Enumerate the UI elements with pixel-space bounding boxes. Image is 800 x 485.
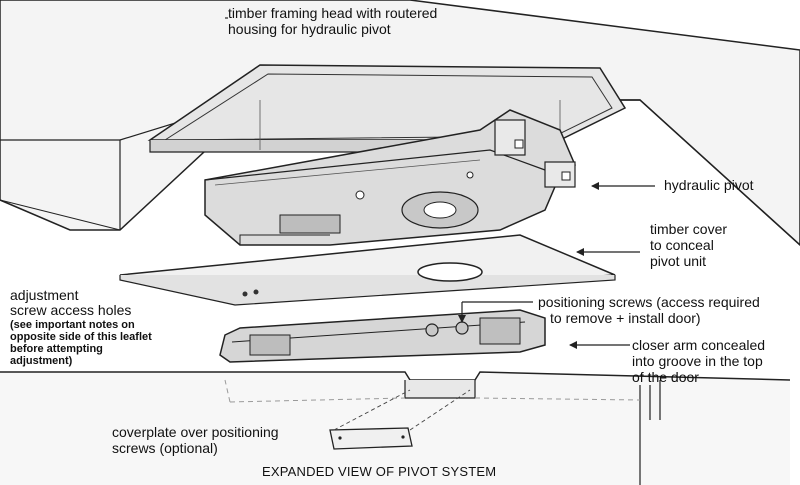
hydraulic-pivot-unit: [204, 109, 576, 246]
label-adjustment-note-4: adjustment): [10, 355, 73, 367]
door-groove: [404, 380, 476, 399]
adjustment-hole-2: [253, 289, 259, 295]
positioning-screw-1: [425, 323, 439, 337]
label-adjustment-note-3: before attempting: [10, 343, 103, 355]
leader-arrows: [225, 17, 655, 349]
label-closer-arm-2: into groove in the top: [632, 353, 763, 369]
timber-cover-plate: [119, 234, 616, 306]
closer-arm: [219, 309, 546, 363]
adjustment-hole-1: [242, 291, 248, 297]
label-adjustment-note-2: opposite side of this leaflet: [10, 331, 152, 343]
label-coverplate-2: screws (optional): [112, 440, 218, 456]
label-positioning-screws-1: positioning screws (access required: [538, 294, 760, 310]
label-timber-cover-3: pivot unit: [650, 253, 707, 269]
label-closer-arm-1: closer arm concealed: [632, 337, 766, 353]
label-framing-head-1: timber framing head with routered: [228, 5, 438, 21]
label-closer-arm-3: of the door: [632, 369, 699, 385]
coverplate: [329, 389, 471, 450]
spindle-hole: [417, 262, 483, 282]
label-timber-cover-2: to conceal: [650, 237, 714, 253]
label-adjustment-1: adjustment: [10, 287, 79, 303]
label-adjustment-2: screw access holes: [10, 302, 132, 318]
positioning-screw-2: [455, 321, 469, 335]
label-coverplate-1: coverplate over positioning: [112, 424, 279, 440]
label-framing-head-2: housing for hydraulic pivot: [228, 21, 391, 37]
label-timber-cover-1: timber cover: [650, 221, 728, 237]
label-positioning-screws-2: to remove + install door): [550, 310, 701, 326]
diagram-caption: EXPANDED VIEW OF PIVOT SYSTEM: [262, 464, 497, 479]
label-hydraulic-pivot: hydraulic pivot: [664, 177, 754, 193]
label-adjustment-note-1: (see important notes on: [10, 319, 135, 331]
